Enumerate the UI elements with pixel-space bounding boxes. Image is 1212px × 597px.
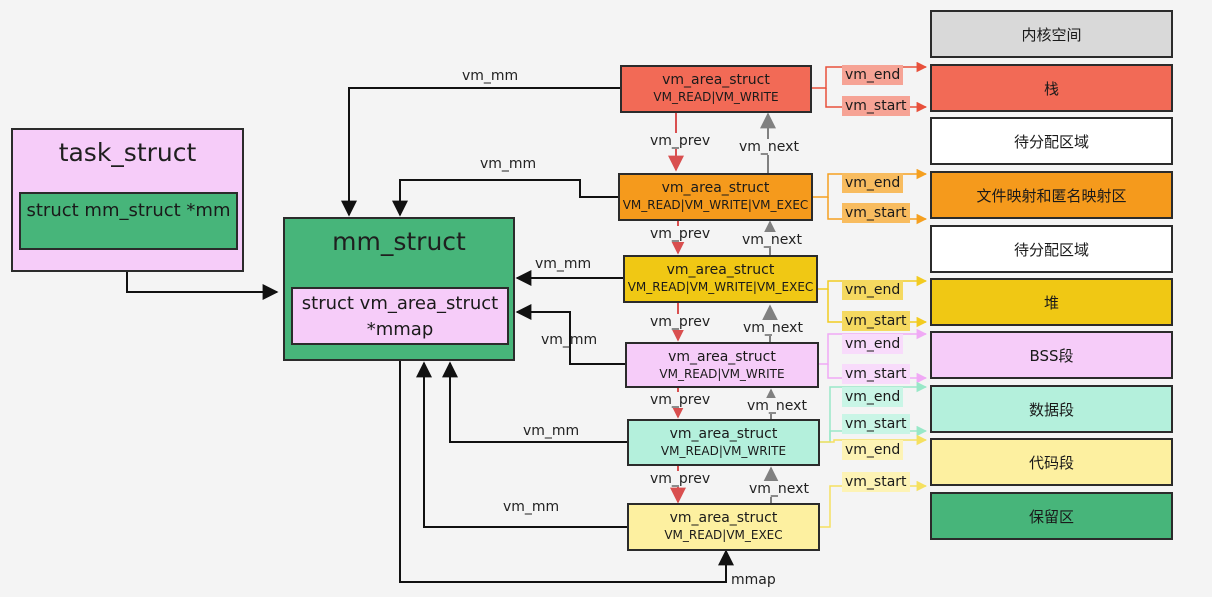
vm-area-flags: VM_READ|VM_EXEC <box>664 528 783 542</box>
segment-heap: 堆 <box>930 278 1173 326</box>
vm-end-tag-heap: vm_end <box>842 280 904 300</box>
mm-struct-title: mm_struct <box>332 227 466 256</box>
vm-area-name: vm_area_struct <box>669 426 778 442</box>
vm-area-bss: vm_area_struct VM_READ|VM_WRITE <box>625 342 819 388</box>
vm-area-heap: vm_area_struct VM_READ|VM_WRITE|VM_EXEC <box>623 255 818 303</box>
vm-area-data: vm_area_struct VM_READ|VM_WRITE <box>627 419 820 466</box>
vm-area-flags: VM_READ|VM_WRITE|VM_EXEC <box>627 280 814 294</box>
task-struct-mm-field: struct mm_struct *mm <box>19 192 238 250</box>
vm-prev-label: vm_prev <box>650 392 711 408</box>
mm-struct-mmap-line2: *mmap <box>366 319 434 340</box>
vm-next-label: vm_next <box>749 481 809 497</box>
vm-mm-label: vm_mm <box>503 499 560 515</box>
vm-start-tag-stack: vm_start <box>842 96 910 116</box>
vm-next-label: vm_next <box>747 398 807 414</box>
mm-struct-mmap-field: struct vm_area_struct *mmap <box>291 287 509 345</box>
task-struct-title: task_struct <box>58 138 197 167</box>
vm-end-tag-code: vm_end <box>842 440 904 460</box>
vm-next-label: vm_next <box>742 232 802 248</box>
vm-prev-label: vm_prev <box>650 133 711 149</box>
vm-mm-label: vm_mm <box>462 68 519 84</box>
vm-area-name: vm_area_struct <box>662 72 770 88</box>
vm-start-tag-code: vm_start <box>842 472 910 492</box>
segment-reserved: 保留区 <box>930 492 1173 540</box>
segment-data: 数据段 <box>930 385 1173 433</box>
vm-mm-label: vm_mm <box>523 423 580 439</box>
vm-area-code: vm_area_struct VM_READ|VM_EXEC <box>627 503 820 551</box>
vm-area-name: vm_area_struct <box>666 262 775 278</box>
segment-kernel: 内核空间 <box>930 10 1173 58</box>
vm-next-label: vm_next <box>743 320 803 336</box>
vm-mm-label: vm_mm <box>541 332 598 348</box>
vm-start-tag-bss: vm_start <box>842 364 910 384</box>
segment-free-2: 待分配区域 <box>930 225 1173 273</box>
vm-start-tag-heap: vm_start <box>842 311 910 331</box>
vm-next-label: vm_next <box>739 139 799 155</box>
vm-end-tag-stack: vm_end <box>842 65 904 85</box>
vm-area-stack: vm_area_struct VM_READ|VM_WRITE <box>620 65 812 113</box>
vm-end-tag-file-mapping: vm_end <box>842 173 904 193</box>
segment-code: 代码段 <box>930 438 1173 486</box>
vm-mm-label: vm_mm <box>480 156 537 172</box>
segment-file-mapping: 文件映射和匿名映射区 <box>930 171 1173 219</box>
vm-start-tag-file-mapping: vm_start <box>842 203 910 223</box>
vm-area-flags: VM_READ|VM_WRITE <box>660 444 787 458</box>
vm-area-name: vm_area_struct <box>661 180 770 196</box>
vm-area-name: vm_area_struct <box>669 510 778 526</box>
vm-end-tag-bss: vm_end <box>842 334 904 354</box>
segment-bss: BSS段 <box>930 331 1173 379</box>
vm-prev-label: vm_prev <box>650 226 711 242</box>
task-struct-box: task_struct struct mm_struct *mm <box>11 128 244 272</box>
vm-mm-label: vm_mm <box>535 256 592 272</box>
vm-area-name: vm_area_struct <box>668 349 776 365</box>
vm-end-tag-data: vm_end <box>842 387 904 407</box>
segment-stack: 栈 <box>930 64 1173 112</box>
vm-start-tag-data: vm_start <box>842 414 910 434</box>
vm-area-file-mapping: vm_area_struct VM_READ|VM_WRITE|VM_EXEC <box>618 173 813 221</box>
vm-prev-label: vm_prev <box>650 314 711 330</box>
segment-free-1: 待分配区域 <box>930 117 1173 165</box>
mmap-label: mmap <box>731 572 776 588</box>
mm-struct-mmap-line1: struct vm_area_struct <box>301 293 499 314</box>
mm-struct-box: mm_struct struct vm_area_struct *mmap <box>283 217 515 361</box>
vm-area-flags: VM_READ|VM_WRITE|VM_EXEC <box>622 198 809 212</box>
vm-area-flags: VM_READ|VM_WRITE <box>659 367 785 381</box>
vm-area-flags: VM_READ|VM_WRITE <box>653 90 779 104</box>
vm-prev-label: vm_prev <box>650 471 711 487</box>
